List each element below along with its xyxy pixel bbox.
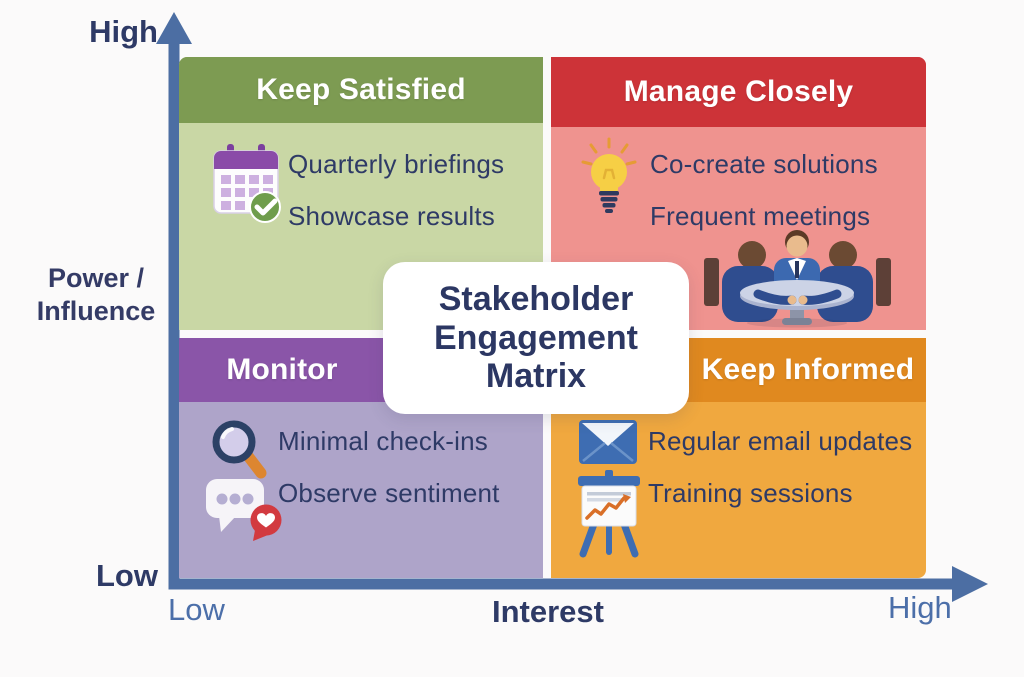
matrix-title: Stakeholder Engagement Matrix bbox=[433, 279, 639, 396]
y-axis-high-label: High bbox=[89, 14, 158, 49]
quadrant-item: Training sessions bbox=[648, 478, 853, 508]
x-axis-low-label: Low bbox=[168, 592, 225, 627]
quadrant-title: Monitor bbox=[226, 353, 338, 386]
quadrant-item: Regular email updates bbox=[648, 426, 913, 456]
quadrant-title: Manage Closely bbox=[623, 75, 854, 108]
y-axis-title: Power / Influence bbox=[36, 263, 156, 326]
quadrant-item: Observe sentiment bbox=[278, 478, 500, 508]
quadrant-manage-closely: Manage Closely bbox=[551, 57, 926, 330]
quadrant-item: Showcase results bbox=[288, 201, 495, 231]
quadrant-header: Keep Satisfied bbox=[179, 57, 543, 123]
x-axis-high-label: High bbox=[888, 590, 952, 625]
x-axis-title: Interest bbox=[492, 594, 604, 629]
envelope-icon bbox=[579, 420, 637, 464]
quadrant-header: Manage Closely bbox=[551, 57, 926, 127]
magnifier-icon bbox=[212, 420, 267, 479]
quadrant-item: Frequent meetings bbox=[650, 201, 871, 231]
quadrant-item: Quarterly briefings bbox=[288, 149, 505, 179]
chat-heart-icon bbox=[206, 479, 282, 541]
quadrant-title: Keep Informed bbox=[701, 353, 915, 386]
presentation-chart-icon bbox=[578, 470, 640, 558]
matrix-title-card: Stakeholder Engagement Matrix bbox=[383, 262, 689, 414]
lightbulb-icon bbox=[581, 137, 637, 213]
quadrant-item: Co-create solutions bbox=[650, 149, 878, 179]
quadrant-title: Keep Satisfied bbox=[256, 73, 466, 106]
quadrant-item: Minimal check-ins bbox=[278, 426, 489, 456]
calendar-check-icon bbox=[213, 144, 281, 223]
y-axis-low-label: Low bbox=[96, 558, 158, 593]
meeting-table-illustration bbox=[704, 230, 891, 328]
